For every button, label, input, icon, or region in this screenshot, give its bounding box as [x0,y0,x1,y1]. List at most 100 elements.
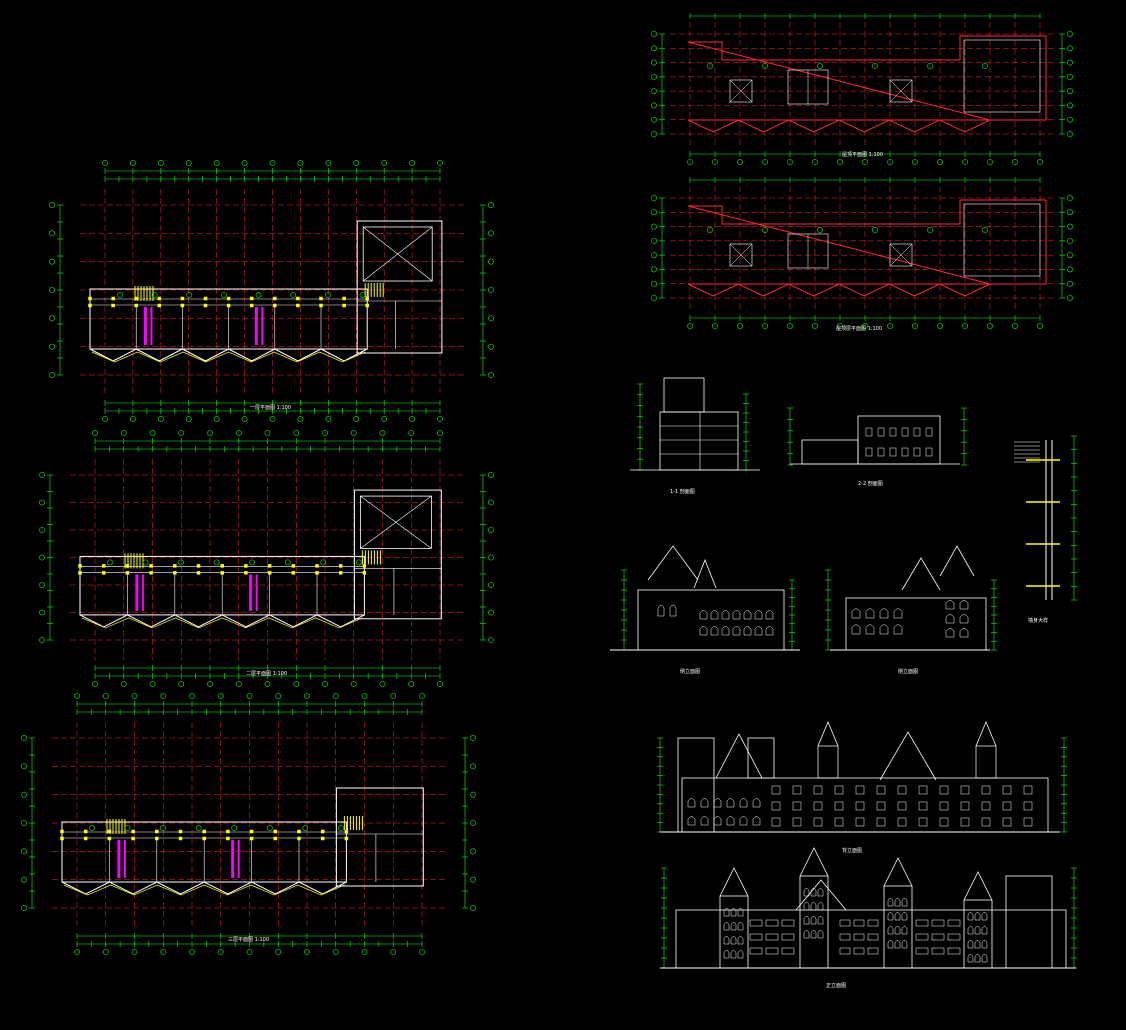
axis-bubble [962,159,968,165]
arched-window [710,610,719,620]
arched-window [803,930,810,939]
roof-drain-tag [872,227,878,233]
axis-bubble [712,323,718,329]
column [178,836,183,841]
column [111,303,115,308]
caption-elev-front: 正立面图 [826,983,847,989]
axis-bubble [488,472,494,478]
window [839,947,851,955]
axis-bubble [651,102,657,109]
room-tag [290,292,297,298]
roof-skylight [729,79,753,103]
column [291,571,296,575]
axis-bubble [1067,45,1073,52]
column [226,836,230,841]
axis-bubble [49,202,55,208]
column [149,564,153,568]
axis-bubble [488,582,494,588]
roof-skylight [729,243,753,267]
arched-window [730,922,737,931]
window [813,785,823,795]
axis-bubble [379,430,386,436]
arched-window [865,624,875,635]
roof-drain-tag [707,63,713,69]
axis-bubble [837,159,843,165]
arched-window [737,950,744,959]
axis-bubble [409,160,415,166]
window [781,933,795,941]
column [157,296,162,301]
elev-turret [817,745,839,779]
section-window [901,447,909,457]
room-tag [178,559,184,566]
axis-bubble [246,693,253,699]
roof-skylight [889,79,913,103]
column [125,564,130,568]
window [1002,801,1012,811]
axis-bubble [390,949,397,955]
column [315,571,319,575]
hip-line [363,253,398,282]
axis-bubble [1012,323,1018,329]
room-tag [284,559,291,566]
arched-window [945,628,955,638]
column [83,829,88,834]
room-tag [117,292,123,298]
gable-roof [939,545,975,577]
caption-plan-third: 三层平面图 1:100 [228,937,269,943]
floor-plans-group [21,160,494,955]
arched-window [879,608,889,619]
axis-bubble [120,681,127,687]
column [320,829,325,834]
axis-bubble [470,735,476,741]
column [226,829,230,834]
window [867,933,879,941]
section-1-tower [663,377,705,413]
roof-plan-a-drawing [651,13,1073,165]
axis-bubble [1067,280,1073,287]
section-window [877,427,885,437]
hall-roof [362,226,433,282]
axis-bubble [381,160,388,166]
plan-ground-drawing [49,160,494,422]
window [855,801,865,811]
axis-bubble [21,791,27,798]
axis-bubble [49,315,55,322]
window [749,933,763,941]
axis-bubble [241,160,248,166]
hall-roof [359,495,432,549]
arched-window [699,610,708,620]
zigzag-facade-inner [91,351,366,363]
axis-bubble [160,693,167,699]
arched-window [721,626,730,636]
axis-bubble [350,430,357,436]
room-tag [359,292,366,298]
column [220,571,224,575]
axis-bubble [269,416,276,422]
skylight-hip [729,79,753,103]
window [981,801,991,811]
axis-bubble [651,266,657,273]
arched-window [894,940,901,949]
window [839,919,851,927]
axis-bubble [987,159,993,165]
axis-bubble [837,323,843,329]
axis-bubble [787,159,793,165]
axis-bubble [241,416,248,422]
axis-bubble [21,876,27,883]
axis-bubble [437,430,443,436]
axis-bubble [470,876,476,883]
roof-drain-tag [982,63,988,69]
axis-bubble [361,949,368,955]
window [939,801,949,811]
room-tag [249,559,256,566]
axis-bubble [246,949,253,955]
arched-window [743,626,752,636]
roof-drain-tag [762,227,768,233]
axis-bubble [120,430,127,436]
axis-bubble [488,230,494,237]
axis-bubble [651,280,657,287]
gable-roof [817,720,839,747]
roof-skylight [889,243,913,267]
column [173,571,177,575]
